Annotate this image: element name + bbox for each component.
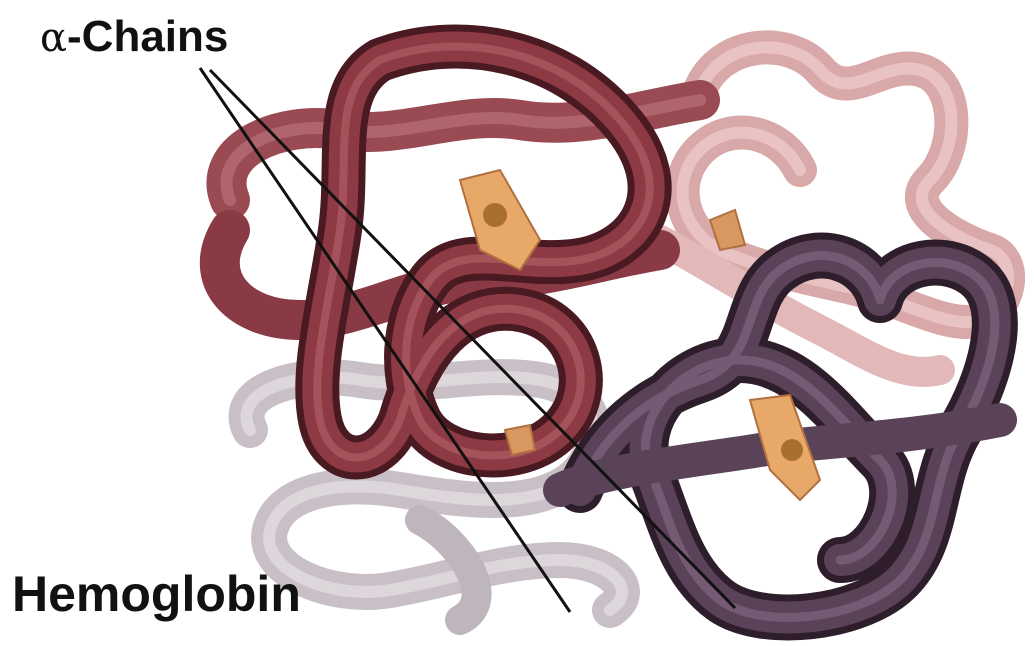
heme-iron: [483, 203, 507, 227]
alpha-chains-label: α-Chains: [40, 12, 228, 62]
protein-name-label: Hemoglobin: [12, 565, 301, 623]
alpha-symbol: α: [40, 15, 67, 61]
heme-iron: [781, 439, 803, 461]
alpha-chains-text: -Chains: [67, 12, 228, 61]
